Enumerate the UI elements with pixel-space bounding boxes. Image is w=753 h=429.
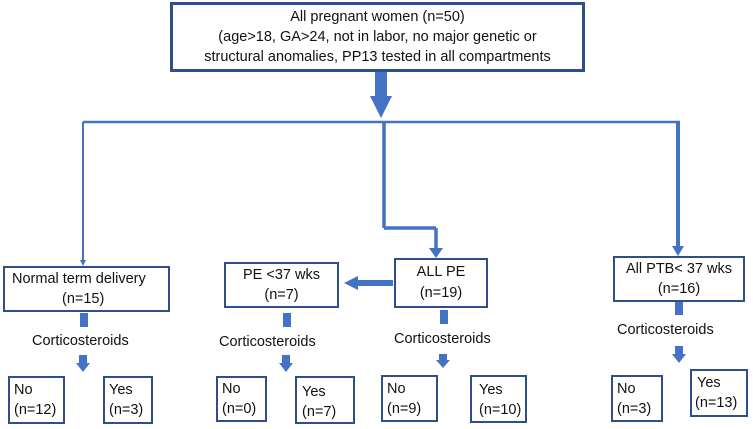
normal-yes-box: [103, 376, 153, 424]
top-line-3: structural anomalies, PP13 tested in all…: [204, 49, 551, 65]
ptb-no-label: No: [617, 381, 636, 397]
all-pe-n: (n=19): [419, 285, 463, 301]
corticosteroids-label-normal: Corticosteroids: [32, 333, 129, 349]
normal-no-n: (n=12): [14, 402, 57, 418]
all-ptb-n: (n=16): [657, 281, 701, 297]
corticosteroids-label-ptb: Corticosteroids: [617, 322, 714, 338]
normal-no-box: [8, 376, 65, 424]
normal-yes-n: (n=3): [109, 402, 144, 418]
normal-term-title: Normal term delivery: [12, 271, 146, 287]
normal-no-label: No: [14, 382, 33, 398]
pe-under-37-n: (n=7): [264, 287, 299, 303]
pe37-no-box: [216, 376, 267, 422]
corticosteroids-label-allpe: Corticosteroids: [394, 331, 491, 347]
ptb-no-box: [611, 375, 663, 422]
pe37-yes-box: [295, 376, 355, 424]
top-line-1: All pregnant women (n=50): [290, 9, 465, 25]
pe37-no-n: (n=0): [222, 401, 257, 417]
pe-under-37-title: PE <37 wks: [243, 267, 320, 283]
allpe-yes-n: (n=10): [479, 402, 522, 418]
all-pe-box: [394, 258, 488, 308]
normal-yes-label: Yes: [109, 382, 133, 398]
all-pe-title: ALL PE: [416, 264, 466, 280]
pe-under-37-box: [224, 262, 339, 308]
top-line-2: (age>18, GA>24, not in labor, no major g…: [218, 29, 537, 45]
pe37-no-label: No: [222, 381, 241, 397]
all-ptb-box: [613, 256, 745, 302]
ptb-yes-box: [690, 369, 748, 417]
normal-term-n: (n=15): [62, 291, 105, 307]
all-ptb-title: All PTB< 37 wks: [626, 261, 732, 277]
allpe-no-n: (n=9): [387, 401, 422, 417]
ptb-yes-label: Yes: [697, 375, 721, 391]
allpe-yes-box: [470, 375, 527, 423]
corticosteroids-label-pe37: Corticosteroids: [219, 334, 316, 350]
top-population-box: [170, 2, 585, 72]
pe37-yes-label: Yes: [302, 384, 326, 400]
ptb-no-n: (n=3): [617, 401, 652, 417]
pe37-yes-n: (n=7): [302, 404, 337, 420]
allpe-no-box: [381, 375, 438, 422]
ptb-yes-n: (n=13): [695, 395, 738, 411]
allpe-yes-label: Yes: [479, 382, 503, 398]
allpe-no-label: No: [387, 381, 406, 397]
normal-term-box: [3, 266, 170, 312]
